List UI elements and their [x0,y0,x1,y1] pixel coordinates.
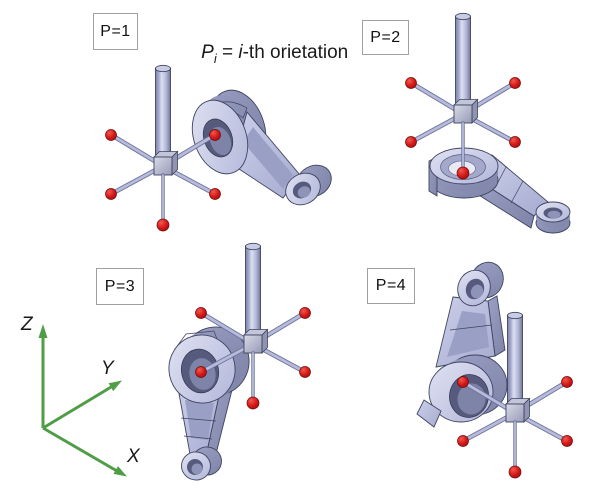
shaft-web [185,400,214,440]
y-axis [42,385,113,430]
label-p1-text: P=1 [100,22,131,40]
conrod-p4 [416,261,508,428]
z-axis-arrowhead [38,324,48,338]
y-axis-arrowhead [108,380,122,392]
coordinate-axes [38,324,127,477]
label-box-p2: P=2 [362,20,409,55]
caption-italic-i: i [238,42,243,63]
orientation-figure-p2 [406,13,571,234]
label-p2-text: P=2 [370,28,401,46]
shaft-web [447,311,489,357]
figure-caption: Pi = i-th orietation [180,20,348,86]
conrod-p3 [168,326,250,481]
big-end-flange [416,399,442,428]
label-p4-text: P=4 [375,277,407,294]
small-end-bore-inner [297,186,311,198]
star-probe-p2 [406,13,521,179]
z-axis-label: Z [21,314,33,335]
caption-subscript-i: i [213,50,217,66]
label-p3-text: P=3 [104,277,136,295]
conrod-p1 [191,89,332,206]
small-end-bore-inner [547,210,561,219]
label-box-p4: P=4 [367,268,415,304]
label-box-p1: P=1 [93,13,138,50]
orientation-figure-p1 [106,65,332,231]
orientation-figure-p3 [168,243,311,481]
caption-rest: -th orietation [242,42,349,63]
shaft-panel-line [180,417,217,440]
shaft-web [243,127,293,189]
conrod-p2 [428,147,571,234]
label-box-p3: P=3 [96,268,144,305]
small-end-bore-inner [191,463,203,475]
x-axis-arrowhead [113,466,127,477]
x-axis [42,426,118,473]
y-axis-label: Y [101,358,114,379]
caption-p-symbol: P [201,42,214,63]
x-axis-label: X [127,446,140,467]
orientation-figure-p4 [416,261,573,478]
shaft-panel-line [449,324,493,331]
caption-equals: = [216,42,239,63]
small-end-bore-inner [470,284,484,299]
